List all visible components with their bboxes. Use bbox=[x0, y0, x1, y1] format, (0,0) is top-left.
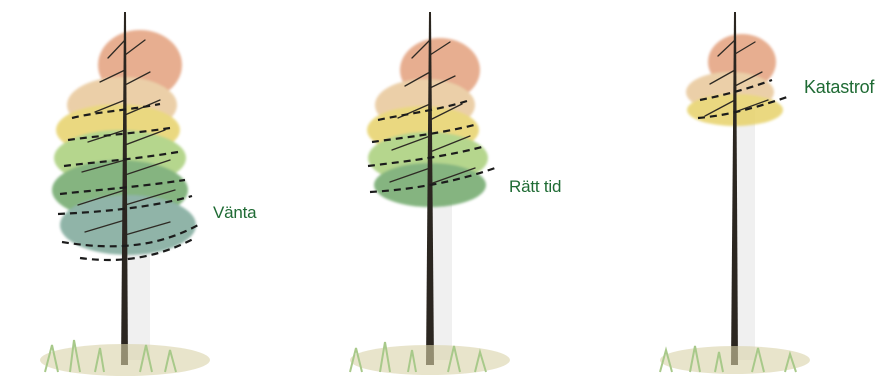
tree-wait bbox=[40, 12, 210, 376]
ground-disaster bbox=[660, 346, 810, 374]
foliage-right-time bbox=[367, 38, 488, 207]
trunk-shadow bbox=[128, 250, 150, 360]
tree-right-time bbox=[350, 12, 510, 375]
ground-wait bbox=[40, 340, 210, 376]
label-wait: Vänta bbox=[213, 203, 256, 223]
trunk-shadow bbox=[737, 110, 755, 360]
label-right-time: Rätt tid bbox=[509, 177, 561, 197]
ground-right-time bbox=[350, 342, 510, 375]
tree-disaster bbox=[660, 12, 810, 374]
trunk-shadow bbox=[432, 200, 452, 360]
label-disaster: Katastrof bbox=[804, 77, 874, 98]
